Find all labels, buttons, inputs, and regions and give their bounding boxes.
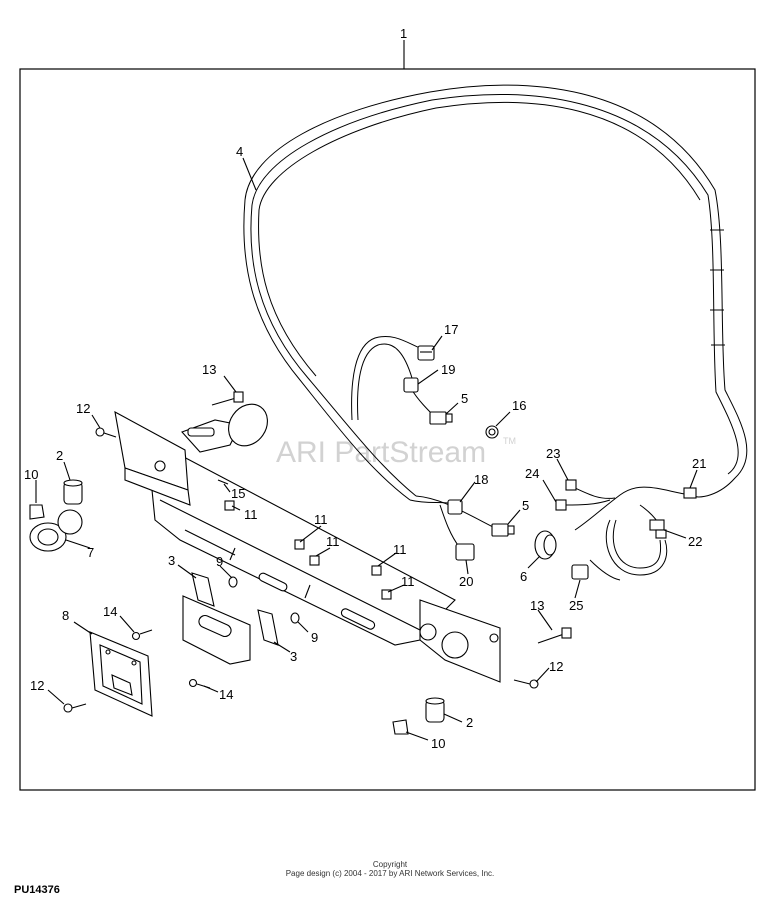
- connector-5-upper: [429, 411, 453, 425]
- connector-20: [455, 543, 475, 561]
- callout-24: 24: [525, 466, 539, 481]
- nut-10-right: [392, 719, 409, 735]
- washer-9-b: [290, 612, 300, 624]
- nut-11-a: [224, 500, 235, 511]
- callout-1: 1: [400, 26, 407, 41]
- callout-2-right: 2: [466, 715, 473, 730]
- watermark-text: ARI PartStream: [276, 436, 486, 469]
- callout-20: 20: [459, 574, 473, 589]
- callout-12-upper: 12: [76, 401, 90, 416]
- callout-14-left: 14: [103, 604, 117, 619]
- callout-23: 23: [546, 446, 560, 461]
- connector-21: [683, 487, 697, 499]
- callout-10-left: 10: [24, 467, 38, 482]
- nut-11-e: [381, 589, 392, 600]
- connector-22: [649, 519, 667, 539]
- right-bracket: [419, 599, 501, 683]
- callout-12-lower: 12: [30, 678, 44, 693]
- callout-9-right: 9: [311, 630, 318, 645]
- parts-diagram: ARI PartStream TM: [19, 26, 756, 791]
- plate-3-right: [257, 609, 279, 646]
- callout-18: 18: [474, 472, 488, 487]
- callout-2-left: 2: [56, 448, 63, 463]
- connector-5-lower: [491, 523, 515, 537]
- bolt-12-upper: [95, 427, 117, 438]
- bolt-12-right: [513, 679, 539, 689]
- callout-11-c: 11: [326, 534, 340, 549]
- callout-25: 25: [569, 598, 583, 613]
- copyright-line: Page design (c) 2004 - 2017 by ARI Netwo…: [285, 869, 495, 878]
- callout-4: 4: [236, 144, 243, 159]
- watermark-tm: TM: [503, 436, 516, 446]
- bolt-15: [217, 479, 229, 485]
- nut-10-left: [29, 504, 45, 520]
- callout-11-a: 11: [244, 507, 258, 522]
- plate-3-left: [191, 572, 215, 607]
- callout-3-left: 3: [168, 553, 175, 568]
- callout-21: 21: [692, 456, 706, 471]
- diagram-frame: [19, 68, 756, 791]
- connector-23: [565, 479, 577, 491]
- washer-9-a: [228, 576, 238, 588]
- connector-17: [417, 345, 435, 361]
- license-bracket-8: [89, 631, 153, 717]
- callout-14-right: 14: [219, 687, 233, 702]
- callout-17: 17: [444, 322, 458, 337]
- callout-19: 19: [441, 362, 455, 377]
- connector-19: [403, 377, 419, 393]
- callout-11-e: 11: [401, 574, 415, 589]
- nut-11-c: [309, 555, 320, 566]
- hitch-ball-7: [29, 509, 83, 552]
- callout-5-upper: 5: [461, 391, 468, 406]
- connector-25: [571, 564, 589, 580]
- spacer-2-left: [63, 479, 83, 505]
- plug-6: [534, 530, 557, 560]
- callout-13-right: 13: [530, 598, 544, 613]
- bolt-12-lower: [63, 703, 87, 713]
- spacer-2-right: [425, 697, 445, 723]
- callout-22: 22: [688, 534, 702, 549]
- callout-6: 6: [520, 569, 527, 584]
- clamp-16: [485, 425, 499, 439]
- connector-24: [555, 499, 567, 511]
- wiring-harness: [243, 84, 748, 581]
- callout-10-right: 10: [431, 736, 445, 751]
- connector-18: [447, 499, 463, 515]
- callout-8: 8: [62, 608, 69, 623]
- callout-16: 16: [512, 398, 526, 413]
- copyright-title: Copyright: [372, 860, 408, 869]
- callout-9-left: 9: [216, 554, 223, 569]
- bolt-14-left: [131, 629, 153, 641]
- leader-lines: [35, 40, 698, 741]
- callout-labels: 1 4 17 19 5 16 13 12 2 10 15 11 7 18 5 2…: [24, 26, 706, 751]
- callout-13-left: 13: [202, 362, 216, 377]
- nut-11-b: [294, 539, 305, 550]
- callout-3-right: 3: [290, 649, 297, 664]
- callout-11-d: 11: [393, 542, 407, 557]
- callout-15: 15: [231, 486, 245, 501]
- bolt-13-left: [211, 391, 244, 406]
- nut-11-d: [371, 565, 382, 576]
- callout-5-lower: 5: [522, 498, 529, 513]
- bolt-13-right: [537, 627, 572, 644]
- left-bracket: [114, 410, 191, 506]
- callout-12-right: 12: [549, 659, 563, 674]
- mount-plate: [182, 595, 251, 665]
- callout-11-b: 11: [314, 512, 328, 527]
- figure-code: PU14376: [14, 884, 60, 896]
- hitch-clevis: [181, 403, 268, 453]
- callout-7: 7: [87, 545, 94, 560]
